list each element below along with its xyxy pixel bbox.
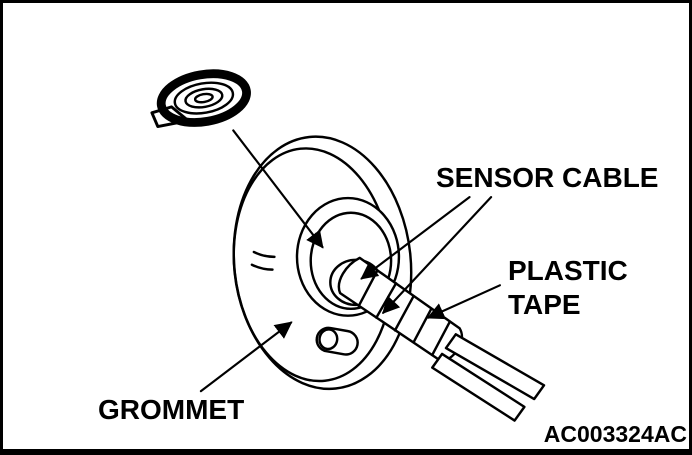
leader-lines: [199, 129, 501, 393]
sensor-cable-leader-line-2: [382, 196, 493, 315]
sensor-cable-leader-line-1: [360, 196, 471, 280]
grommet-slot: [315, 326, 359, 356]
sensor-cable-ends-drawing: [431, 333, 546, 422]
figure-code: AC003324AC: [543, 421, 687, 447]
plastic-tape-leader-line: [426, 284, 501, 320]
grommet-cable-line-art: [150, 69, 546, 422]
grommet-drawing: [232, 135, 413, 391]
plastic-tape-label-line1: PLASTIC: [508, 255, 628, 286]
sensor-cable-label: SENSOR CABLE: [436, 162, 659, 193]
plastic-tape-label-line2: TAPE: [508, 289, 581, 320]
tape-roll-drawing: [150, 69, 251, 128]
tape-roll-leader-line: [232, 129, 324, 249]
grommet-label: GROMMET: [98, 394, 245, 425]
grommet-leader-line: [199, 321, 293, 393]
